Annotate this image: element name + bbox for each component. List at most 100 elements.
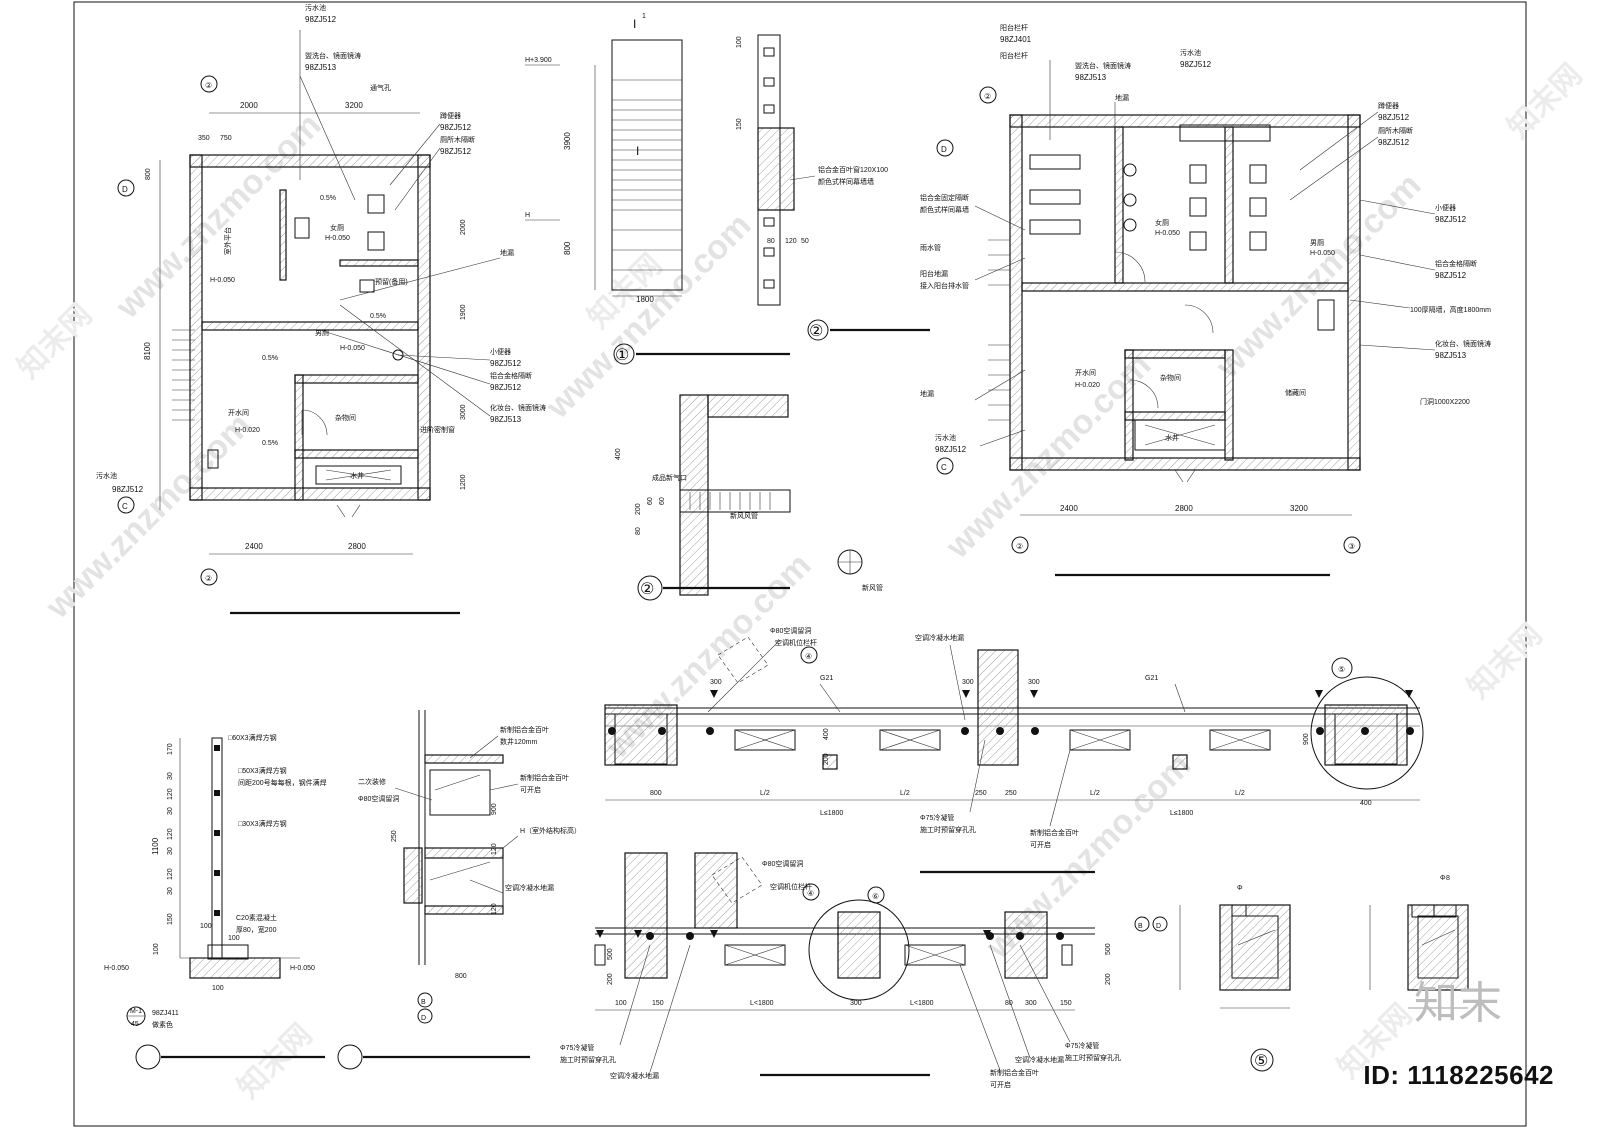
svg-text:800: 800 [455, 973, 467, 980]
svg-text:通气孔: 通气孔 [370, 83, 391, 92]
svg-text:0.5%: 0.5% [262, 440, 278, 447]
svg-text:8: 8 [1446, 875, 1450, 882]
svg-text:污水池: 污水池 [935, 433, 956, 442]
svg-text:50: 50 [801, 238, 809, 245]
svg-text:阳台地漏: 阳台地漏 [920, 269, 948, 278]
detail-3: 400 200 60 60 80 成品新气口 新风风管 新风管 ② [615, 394, 883, 601]
svg-text:化妆台、镜面镜涛: 化妆台、镜面镜涛 [490, 403, 546, 412]
room-label: 水井 [350, 471, 364, 480]
svg-text:500: 500 [1105, 943, 1112, 955]
room-label: 杂物间 [335, 413, 356, 422]
svg-text:250: 250 [1005, 790, 1017, 797]
svg-text:150: 150 [652, 1000, 664, 1007]
svg-text:②: ② [1016, 542, 1023, 551]
svg-text:2400: 2400 [245, 542, 263, 551]
svg-text:L≤1800: L≤1800 [820, 810, 843, 817]
watermark-text: www.znzmo.com [538, 206, 758, 426]
svg-text:300: 300 [850, 1000, 862, 1007]
svg-text:400: 400 [615, 448, 622, 460]
svg-text:Φ75冷凝管: Φ75冷凝管 [920, 813, 954, 822]
svg-text:污水池: 污水池 [1180, 48, 1201, 57]
svg-text:数井120mm: 数井120mm [500, 737, 538, 746]
svg-text:施工时预留穿孔孔: 施工时预留穿孔孔 [1065, 1053, 1121, 1062]
ac-plan-1: ⑤ ④ Φ80空调留洞 空调机位栏杆 G21 空调冷凝水地漏 Φ75冷凝管 施工… [604, 626, 1424, 849]
svg-text:Φ: Φ [1237, 885, 1243, 892]
svg-text:98ZJ401: 98ZJ401 [1000, 35, 1032, 44]
svg-text:杂物间: 杂物间 [1160, 373, 1181, 382]
svg-text:45: 45 [131, 1021, 139, 1028]
watermark-brand: 知末网 [1462, 618, 1549, 705]
svg-text:0.5%: 0.5% [320, 195, 336, 202]
svg-text:60: 60 [659, 497, 666, 505]
svg-text:厚80，宽200: 厚80，宽200 [236, 925, 277, 934]
svg-text:98ZJ513: 98ZJ513 [490, 415, 522, 424]
svg-text:30: 30 [167, 772, 174, 780]
svg-text:铝合金固定隔断: 铝合金固定隔断 [920, 193, 969, 202]
svg-text:空调机位栏杆: 空调机位栏杆 [775, 638, 817, 647]
svg-text:30: 30 [167, 807, 174, 815]
svg-text:80: 80 [1005, 1000, 1013, 1007]
svg-text:新风风管: 新风风管 [730, 511, 758, 520]
svg-text:M-1: M-1 [130, 1008, 142, 1015]
svg-text:100厚隔墙，高度1800mm: 100厚隔墙，高度1800mm [1410, 305, 1491, 314]
room-label: 开水间 [228, 408, 249, 417]
svg-text:水井: 水井 [1165, 433, 1179, 442]
watermark-brand: 知末网 [232, 1018, 319, 1105]
room-label: 进阶密制窗 [420, 425, 455, 434]
svg-text:B: B [421, 999, 426, 1006]
svg-text:施工时预留穿孔孔: 施工时预留穿孔孔 [920, 825, 976, 834]
svg-text:120: 120 [491, 843, 498, 855]
svg-text:厕所木隔断: 厕所木隔断 [1378, 126, 1413, 135]
svg-text:蹲便器: 蹲便器 [440, 111, 461, 120]
svg-text:98ZJ513: 98ZJ513 [1075, 73, 1107, 82]
svg-text:200: 200 [607, 973, 614, 985]
svg-text:200: 200 [823, 753, 830, 765]
svg-text:③: ③ [1348, 542, 1355, 551]
svg-text:□30X3满焊方钢: □30X3满焊方钢 [238, 819, 287, 828]
svg-text:30: 30 [167, 847, 174, 855]
svg-text:2000: 2000 [460, 219, 467, 235]
svg-text:98ZJ512: 98ZJ512 [1435, 215, 1467, 224]
svg-text:98ZJ512: 98ZJ512 [490, 359, 522, 368]
svg-text:98ZJ512: 98ZJ512 [935, 445, 967, 454]
svg-text:H: H [525, 212, 530, 219]
watermark-text: www.znzmo.com [38, 406, 258, 626]
svg-text:L<1800: L<1800 [750, 1000, 774, 1007]
svg-text:B: B [1138, 923, 1143, 930]
svg-text:H-0.050: H-0.050 [325, 235, 350, 242]
svg-text:3200: 3200 [1290, 504, 1308, 513]
svg-text:100: 100 [200, 923, 212, 930]
svg-text:L/2: L/2 [1235, 790, 1245, 797]
svg-text:250: 250 [391, 830, 398, 842]
svg-text:储藏间: 储藏间 [1285, 388, 1306, 397]
svg-text:地漏: 地漏 [920, 389, 934, 398]
sheet-border [73, 1, 1527, 1127]
svg-text:⑤: ⑤ [1254, 1053, 1268, 1070]
svg-text:I: I [636, 144, 639, 158]
svg-text:空调冷凝水地漏: 空调冷凝水地漏 [505, 883, 554, 892]
svg-text:98ZJ512: 98ZJ512 [305, 15, 337, 24]
svg-text:2000: 2000 [240, 101, 258, 110]
svg-text:空调机位栏杆: 空调机位栏杆 [770, 882, 812, 891]
svg-text:化妆台、镜面镜涛: 化妆台、镜面镜涛 [1435, 339, 1491, 348]
svg-text:地漏: 地漏 [1115, 93, 1129, 102]
room-label: 预留(备用) [375, 277, 408, 286]
svg-text:颜色式样同幕墙: 颜色式样同幕墙 [920, 205, 969, 214]
svg-text:H-0.050: H-0.050 [1155, 230, 1180, 237]
svg-text:新风管: 新风管 [862, 583, 883, 592]
svg-text:2800: 2800 [1175, 504, 1193, 513]
svg-text:H（室外结构标高）: H（室外结构标高） [520, 826, 581, 835]
svg-text:900: 900 [491, 803, 498, 815]
svg-text:D: D [941, 145, 947, 154]
svg-text:空调冷凝水地漏: 空调冷凝水地漏 [1015, 1055, 1064, 1064]
svg-text:Φ: Φ [1440, 875, 1446, 882]
svg-text:800: 800 [145, 168, 152, 180]
ac-section: 新制铝合金百叶 数井120mm 二次装修 Φ80空调留洞 新制铝合金百叶 可开启… [337, 710, 581, 1070]
detail-1: I 1 I H+3.900 H 3900 800 1800 ① [525, 13, 790, 365]
svg-text:1900: 1900 [460, 304, 467, 320]
svg-text:①: ① [615, 347, 629, 364]
svg-text:98ZJ411: 98ZJ411 [152, 1010, 179, 1017]
svg-text:新制铝合金百叶: 新制铝合金百叶 [990, 1068, 1039, 1077]
svg-text:300: 300 [1028, 679, 1040, 686]
